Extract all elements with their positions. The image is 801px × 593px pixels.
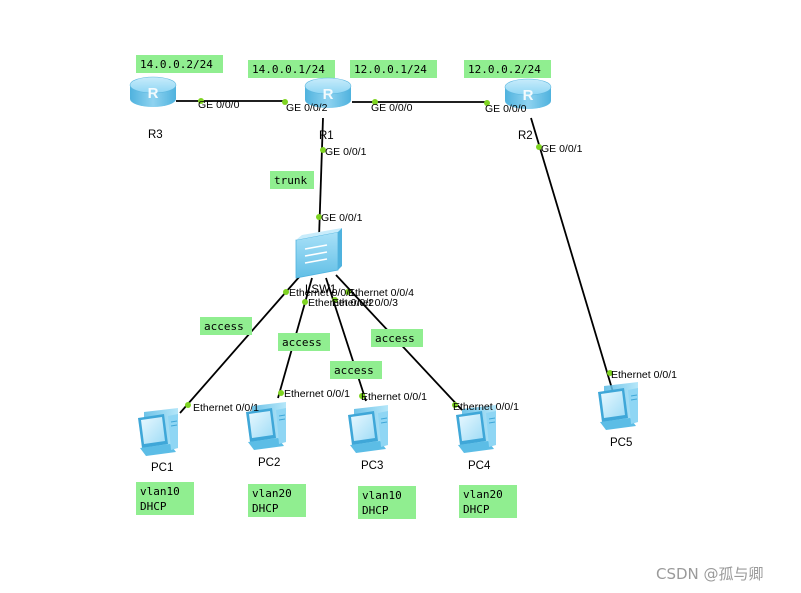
pc2-vlan-text: vlan20 (252, 487, 292, 500)
link-tag-access-1: access (200, 317, 252, 335)
port-labels: GE 0/0/0 GE 0/0/2 GE 0/0/0 GE 0/0/0 GE 0… (193, 99, 677, 414)
link-tag-access-3-text: access (334, 364, 374, 377)
link-r2-pc5 (530, 117, 614, 393)
link-tag-access-2: access (278, 333, 330, 351)
ip-tag-r2-text: 12.0.0.2/24 (468, 63, 541, 76)
pc-icon (137, 407, 179, 457)
pc-5[interactable]: PC5 (597, 381, 639, 449)
watermark: CSDN @孤与卿 (656, 565, 764, 583)
device-label-r1: R1 (319, 130, 334, 142)
pc-icon (347, 404, 389, 454)
router-r1[interactable]: R1 (304, 77, 352, 142)
pc-3[interactable]: PC3 (347, 404, 389, 472)
device-label-r2: R2 (518, 130, 533, 142)
port-label-pc5-e: Ethernet 0/0/1 (611, 369, 677, 381)
link-tag-access-4: access (371, 329, 423, 347)
ip-tag-r2: 12.0.0.2/24 (464, 60, 551, 78)
port-label-sw-e001: Ethernet 0/0/1 (289, 287, 355, 299)
link-lsw1-pc1 (179, 275, 301, 414)
pc-1[interactable]: PC1 (137, 407, 179, 474)
pc-tag-pc1: vlan10 DHCP (136, 482, 194, 515)
ip-tag-r1-left: 14.0.0.1/24 (248, 60, 335, 78)
pc-tag-pc4: vlan20 DHCP (459, 485, 517, 518)
pc-tag-pc2: vlan20 DHCP (248, 484, 306, 517)
port-label-r2-ge000: GE 0/0/0 (485, 103, 527, 115)
pc4-mode-text: DHCP (463, 503, 490, 516)
port-label-pc4-e: Ethernet 0/0/1 (453, 401, 519, 413)
link-tag-access-2-text: access (282, 336, 322, 349)
device-label-pc4: PC4 (468, 460, 491, 472)
device-label-r3: R3 (148, 129, 163, 141)
pc2-mode-text: DHCP (252, 502, 279, 515)
link-tag-trunk-text: trunk (274, 174, 307, 187)
port-label-pc2-e: Ethernet 0/0/1 (284, 388, 350, 400)
ip-tag-r1-left-text: 14.0.0.1/24 (252, 63, 325, 76)
switch-icon (295, 228, 342, 279)
router-r2[interactable]: R2 (504, 78, 552, 142)
ip-tag-r1-right-text: 12.0.0.1/24 (354, 63, 427, 76)
device-label-pc1: PC1 (151, 462, 173, 474)
pc-2[interactable]: PC2 (245, 401, 287, 469)
ip-tag-r1-right: 12.0.0.1/24 (350, 60, 437, 78)
link-tag-trunk: trunk (270, 171, 314, 189)
port-label-pc1-e: Ethernet 0/0/1 (193, 402, 259, 414)
device-label-pc3: PC3 (361, 460, 383, 472)
port-dots (185, 98, 613, 408)
port-label-pc3-e: Ethernet 0/0/1 (361, 391, 427, 403)
pc-4[interactable]: PC4 (455, 404, 497, 472)
port-label-sw-e002: Ethernet 0/0/2 (308, 297, 374, 309)
device-label-lsw1: LSW1 (305, 284, 336, 296)
router-r3[interactable]: R3 (129, 76, 177, 141)
pc-icon (597, 381, 639, 431)
port-label-r1-ge000: GE 0/0/0 (371, 102, 413, 114)
link-tag-access-1-text: access (204, 320, 244, 333)
pc1-mode-text: DHCP (140, 500, 167, 513)
pc1-vlan-text: vlan10 (140, 485, 180, 498)
ip-tag-r3-text: 14.0.0.2/24 (140, 58, 213, 71)
port-label-r2-ge001: GE 0/0/1 (541, 143, 583, 155)
pc3-vlan-text: vlan10 (362, 489, 402, 502)
device-label-pc5: PC5 (610, 437, 632, 449)
port-label-r1-ge002: GE 0/0/2 (286, 102, 328, 114)
port-label-sw-e004: Ethernet 0/0/4 (348, 287, 414, 299)
port-label-r3-ge000: GE 0/0/0 (198, 99, 240, 111)
port-label-sw-ge001: GE 0/0/1 (321, 212, 363, 224)
pc-tag-pc3: vlan10 DHCP (358, 486, 416, 519)
link-tag-access-3: access (330, 361, 382, 379)
ip-tag-r3: 14.0.0.2/24 (136, 55, 223, 73)
port-label-r1-ge001: GE 0/0/1 (325, 146, 367, 158)
router-icon (129, 76, 177, 108)
port-label-sw-e003: Ethernet 0/0/3 (332, 297, 398, 309)
device-label-pc2: PC2 (258, 457, 280, 469)
pc3-mode-text: DHCP (362, 504, 389, 517)
switch-lsw1[interactable]: LSW1 (295, 228, 342, 296)
pc4-vlan-text: vlan20 (463, 488, 503, 501)
link-tag-access-4-text: access (375, 332, 415, 345)
